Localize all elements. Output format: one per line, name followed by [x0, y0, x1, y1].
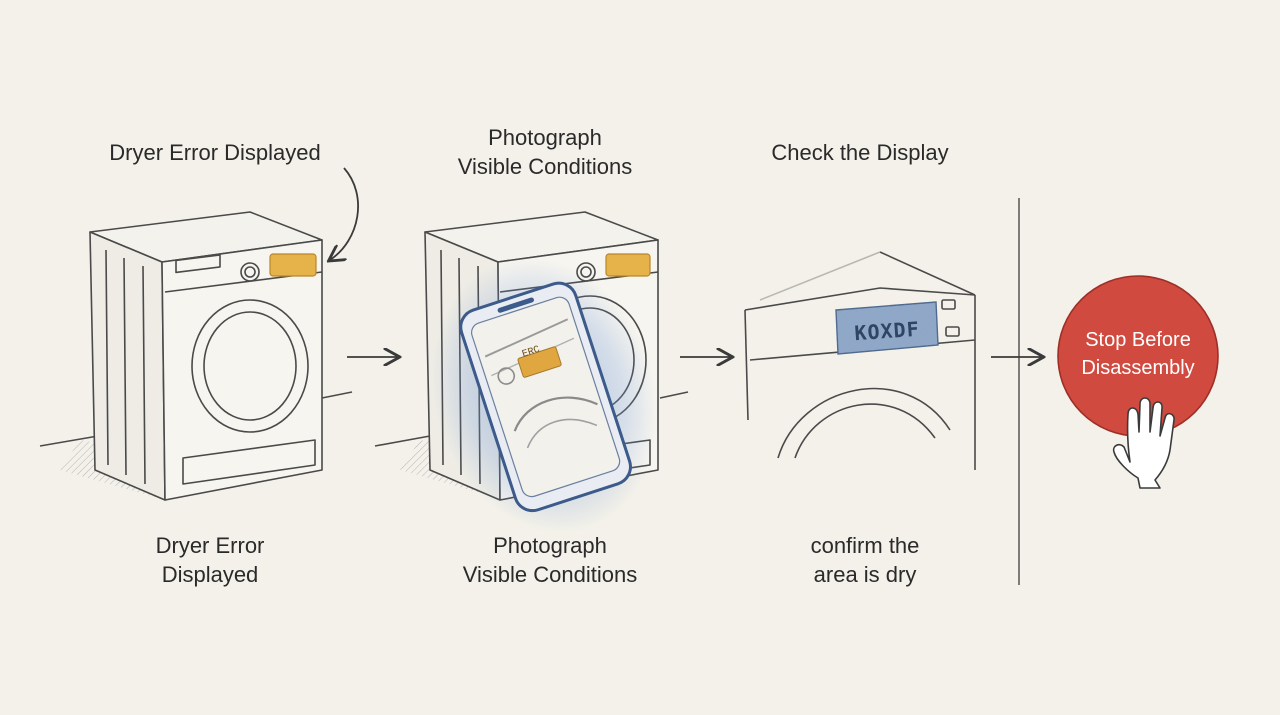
- step-1-top-label: Dryer Error Displayed: [109, 140, 321, 165]
- curved-arrow-icon: [330, 167, 359, 260]
- error-display-2: [605, 253, 651, 277]
- error-display-1: [269, 253, 317, 277]
- display-readout: KOXDF: [854, 317, 921, 345]
- control-display: [835, 301, 939, 355]
- phone-icon: [459, 281, 632, 513]
- step-1-bottom-label: Dryer Error Displayed: [155, 533, 265, 587]
- dryer-3-closeup: [744, 251, 976, 470]
- step-3-bottom-label: confirm the area is dry: [810, 533, 920, 587]
- stop-label: Stop Before Disassembly: [1081, 329, 1195, 379]
- hand-icon: [1112, 397, 1175, 489]
- dryer-1-illustration: [39, 211, 353, 501]
- step-3-top-label: Check the Display: [771, 140, 949, 165]
- phone-screen-text: ERC: [521, 345, 542, 361]
- step-2-top-label: Photograph Visible Conditions: [457, 125, 633, 179]
- step-2-bottom-label: Photograph Visible Conditions: [462, 533, 638, 587]
